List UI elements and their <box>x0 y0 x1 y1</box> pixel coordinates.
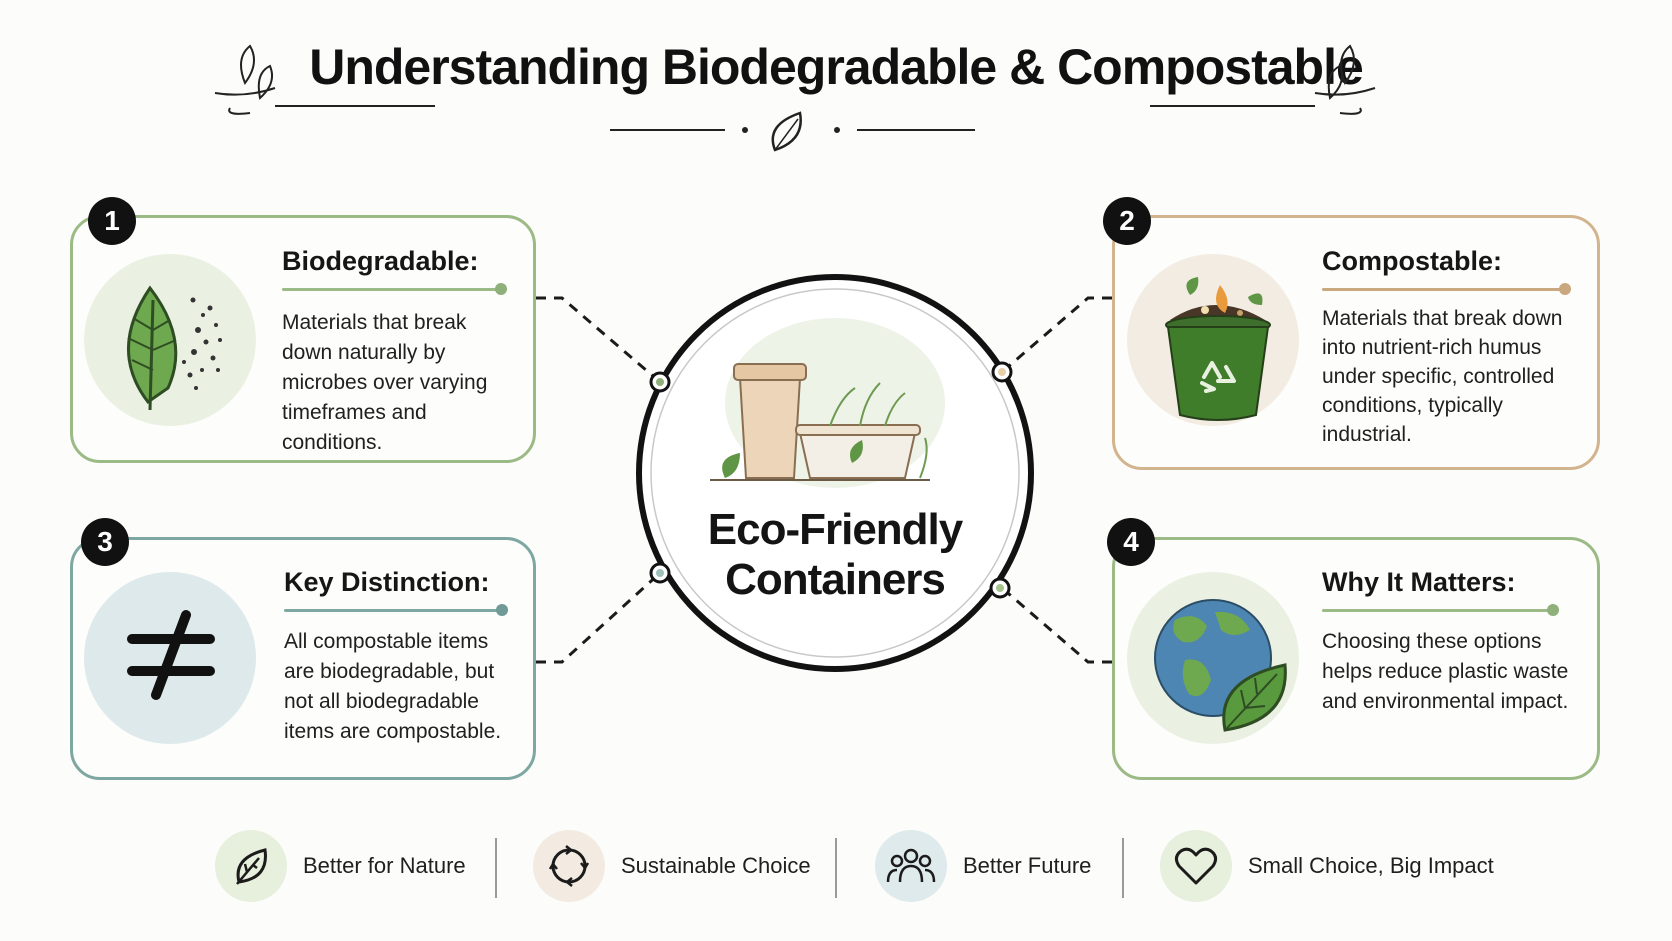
card-underline <box>282 288 498 291</box>
card-title: Compostable: <box>1322 246 1503 276</box>
center-hub <box>636 274 1034 672</box>
footer-label: Small Choice, Big Impact <box>1248 853 1494 878</box>
card-title: Biodegradable: <box>282 246 479 276</box>
card-underline <box>1322 288 1562 291</box>
card-number-badge: 2 <box>1103 197 1151 245</box>
footer-item-better-for-nature: Better for Nature <box>215 830 466 902</box>
card-underline-dot <box>1559 283 1571 295</box>
leaf-sprig-right-icon <box>1150 44 1376 115</box>
card-underline-dot <box>495 283 507 295</box>
recycle-arrows-icon <box>533 830 605 902</box>
eco-containers-icon <box>710 318 945 488</box>
card-title: Why It Matters: <box>1322 567 1516 597</box>
card-number-badge: 3 <box>81 518 129 566</box>
footer-divider <box>495 838 497 898</box>
not-equal-icon <box>127 610 215 700</box>
center-label-line1: Eco-Friendly <box>707 505 964 554</box>
compost-bin-icon <box>1165 277 1271 421</box>
footer-item-better-future: Better Future <box>875 830 1091 902</box>
footer-divider <box>835 838 837 898</box>
earth-leaf-icon <box>1154 599 1287 732</box>
heart-icon <box>1160 830 1232 902</box>
footer-item-sustainable-choice: Sustainable Choice <box>533 830 811 902</box>
card-underline-dot <box>496 604 508 616</box>
card-underline <box>284 609 500 612</box>
card-underline <box>1322 609 1550 612</box>
center-label: Eco-Friendly Containers <box>660 505 1010 605</box>
leaf-icon <box>771 111 802 152</box>
card-title: Key Distinction: <box>284 567 490 597</box>
card-body: Choosing these options helps reduce plas… <box>1322 630 1569 713</box>
footer-label: Better Future <box>963 853 1092 878</box>
page-title: Understanding Biodegradable & Compostabl… <box>309 39 1364 95</box>
center-label-line2: Containers <box>725 555 946 604</box>
footer-label: Sustainable Choice <box>621 853 811 878</box>
card-number-badge: 1 <box>88 197 136 245</box>
card-body: Materials that break down naturally by m… <box>282 311 488 454</box>
footer-item-small-choice: Small Choice, Big Impact <box>1160 830 1494 902</box>
title-divider <box>610 111 975 152</box>
leaf-decomposing-icon <box>127 285 222 411</box>
card-number-badge: 4 <box>1107 518 1155 566</box>
people-icon <box>875 830 947 902</box>
leaf-sprig-left-icon <box>214 44 435 115</box>
card-body: Materials that break down into nutrient-… <box>1322 307 1563 446</box>
leaf-icon <box>215 830 287 902</box>
footer-divider <box>1122 838 1124 898</box>
footer-label: Better for Nature <box>303 853 466 878</box>
card-body: All compostable items are biodegradable,… <box>284 630 502 743</box>
card-underline-dot <box>1547 604 1559 616</box>
